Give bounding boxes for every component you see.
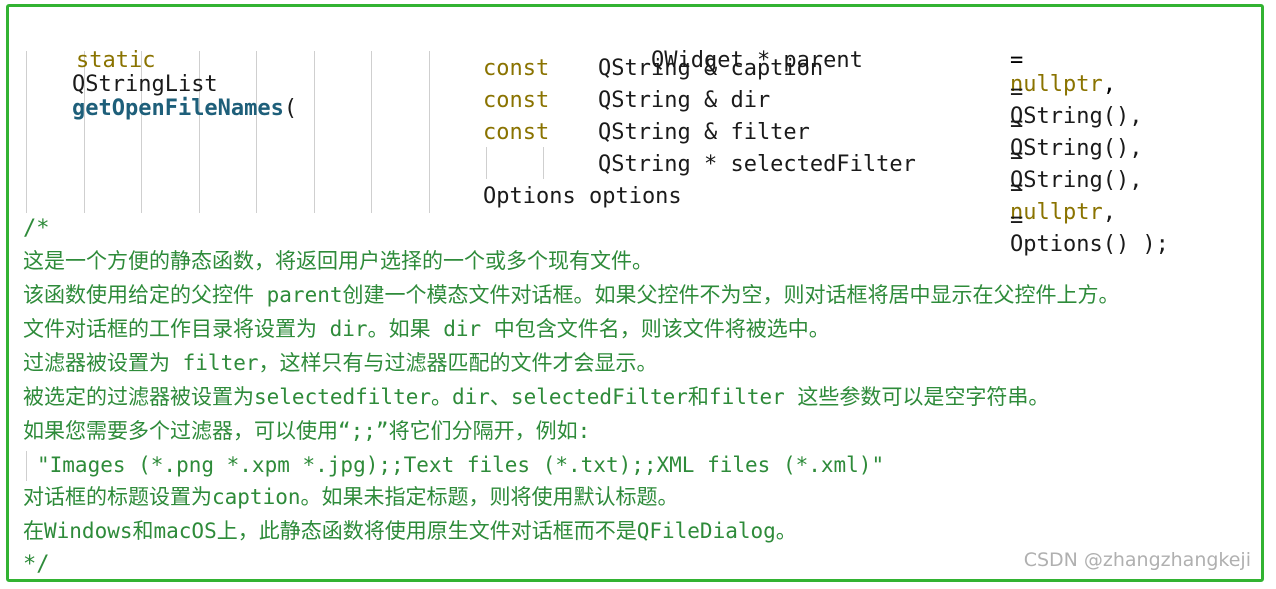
param-options: Options options [483,184,682,209]
param-selected-filter: QString * selectedFilter [598,152,916,177]
param-parent: QWidget * parent [598,25,863,97]
indent-guide [199,51,200,213]
comment-line: 这是一个方便的静态函数，将返回用户选择的一个或多个现有文件。 [23,249,653,273]
indent-guide [26,451,27,481]
param-filter: QString & filter [598,120,810,145]
indent-guide [141,51,142,213]
param-selected-filter-default: = nullptr, [957,153,1116,249]
default-value: Options() ); [1009,232,1169,257]
indent-guide [314,51,315,213]
indent-guide [486,147,487,179]
comment-line: 如果您需要多个过滤器，可以使用“;;”将它们分隔开，例如: [23,419,591,443]
comment-line: 在Windows和macOS上，此静态函数将使用原生文件对话框而不是QFileD… [23,519,797,543]
equals-sign: = [1009,48,1024,73]
param-decl: QWidget * parent [650,48,863,73]
equals-sign: = [1009,144,1024,169]
equals-sign: = [1009,80,1024,105]
indent-guide [429,51,430,213]
equals-sign: = [1009,208,1024,233]
comment-example: "Images (*.png *.xpm *.jpg);;Text files … [37,453,885,477]
default-value: nullptr [1009,72,1103,97]
indent-guide [26,51,27,213]
function-name: getOpenFileNames [71,96,284,121]
comment-open: /* [23,216,50,241]
param-caption: QString & caption [598,56,824,81]
param-dir: QString & dir [598,88,771,113]
indent-guide [256,51,257,213]
default-value: QString(), [1009,168,1143,193]
comma: , [1102,200,1116,225]
param-options-default: = Options() ); [957,185,1169,281]
param-dir-default: = QString(), [957,89,1142,185]
default-value: QString(), [1009,104,1143,129]
comment-line: 过滤器被设置为 filter，这样只有与过滤器匹配的文件才会显示。 [23,351,658,375]
keyword-const: const [483,56,550,81]
equals-sign: = [1009,176,1024,201]
indent-guide [84,51,85,213]
open-paren: ( [283,96,298,121]
comment-line: 对话框的标题设置为caption。如果未指定标题，则将使用默认标题。 [23,485,679,509]
code-line-signature: static QStringList getOpenFileNames( [23,25,297,145]
param-filter-default: = QString(), [957,121,1142,217]
indent-guide [371,51,372,213]
comma: , [1102,72,1116,97]
comment-line: 被选定的过滤器被设置为selectedfilter。dir、selectedFi… [23,385,1050,409]
code-snippet-frame: static QStringList getOpenFileNames( QWi… [6,4,1264,582]
param-caption-default: = QString(), [957,57,1142,153]
comment-line: 文件对话框的工作目录将设置为 dir。如果 dir 中包含文件名，则该文件将被选… [23,317,830,341]
watermark: CSDN @zhangzhangkeji [1023,549,1251,571]
equals-sign: = [1009,112,1024,137]
keyword-const: const [483,88,550,113]
comment-close: */ [23,552,50,577]
keyword-static: static [75,48,156,73]
keyword-const: const [483,120,550,145]
default-value: nullptr [1009,200,1103,225]
param-parent-default: = nullptr, [957,25,1116,121]
indent-guide [543,147,544,179]
return-type: QStringList [71,72,218,97]
comment-line: 该函数使用给定的父控件 parent创建一个模态文件对话框。如果父控件不为空，则… [23,283,1120,307]
default-value: QString(), [1009,136,1143,161]
